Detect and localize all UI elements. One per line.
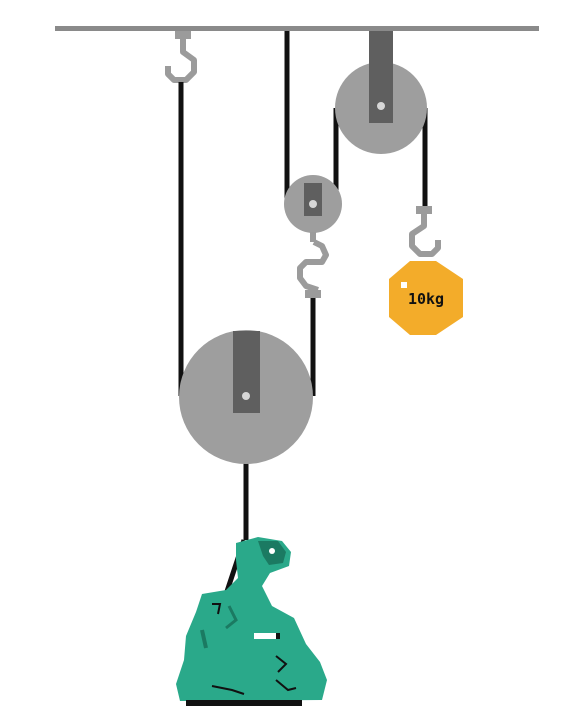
- ground-line: [186, 700, 302, 706]
- ceiling-hook-icon: [165, 31, 197, 83]
- weight-icon: 10kg: [389, 261, 463, 335]
- creature-icon: [176, 537, 327, 701]
- large-pulley-icon: [179, 330, 313, 464]
- weight-label: 10kg: [408, 290, 444, 308]
- small-pulley-hook-icon: [297, 232, 329, 298]
- weight-hook-icon: [409, 206, 441, 257]
- ceiling-bar: [55, 26, 539, 31]
- small-pulley-icon: [284, 175, 342, 233]
- upper-pulley-icon: [335, 31, 427, 154]
